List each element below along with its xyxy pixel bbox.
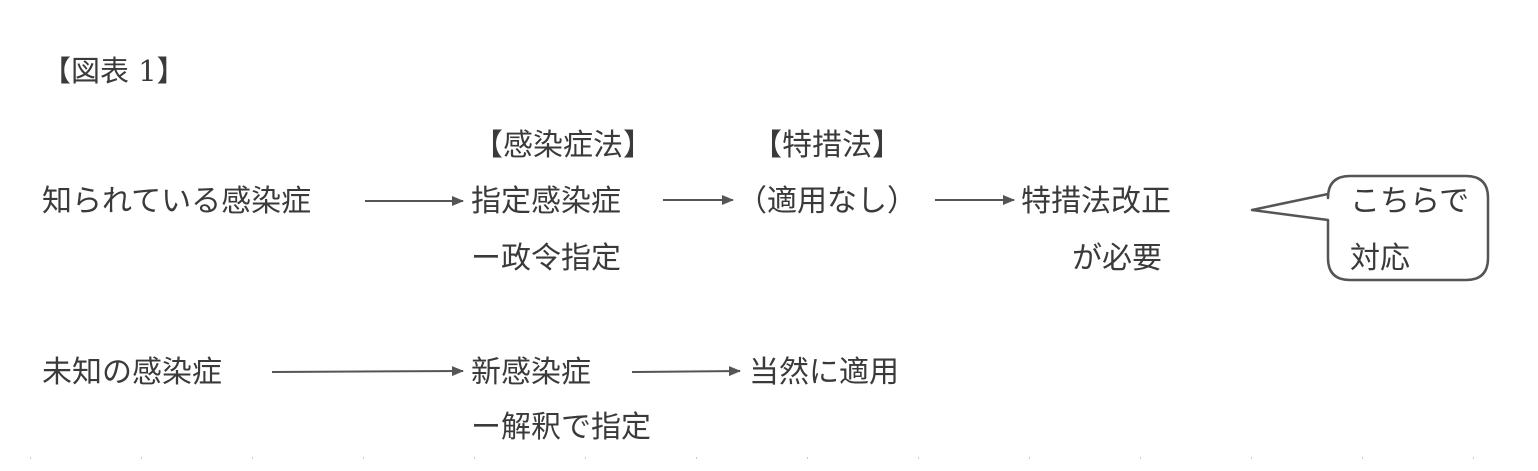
node-known-disease: 知られている感染症 [42,184,312,219]
arrow-new-to-applied [631,366,741,377]
node-naturally-applied: 当然に適用 [749,355,899,390]
figure-label: 【図表 1】 [42,54,186,88]
callout-text-line2: 対応 [1350,241,1410,276]
node-new-disease: 新感染症 [471,355,591,390]
node-designated-disease-note: ー政令指定 [471,241,621,276]
node-designated-disease: 指定感染症 [471,184,621,219]
node-unknown-disease: 未知の感染症 [42,355,222,390]
header-infectious-disease-law: 【感染症法】 [473,128,653,163]
node-amendment-needed-note: が必要 [1072,241,1162,276]
header-special-measures-law: 【特措法】 [752,128,902,163]
arrow-unknown-to-new [271,366,464,377]
node-amendment-needed: 特措法改正 [1021,184,1171,219]
node-not-applied: （適用なし） [737,184,917,219]
node-new-disease-note: ー解釈で指定 [471,410,651,445]
callout-text-line1: こちらで [1350,184,1470,219]
callout-bubble [1250,174,1490,282]
